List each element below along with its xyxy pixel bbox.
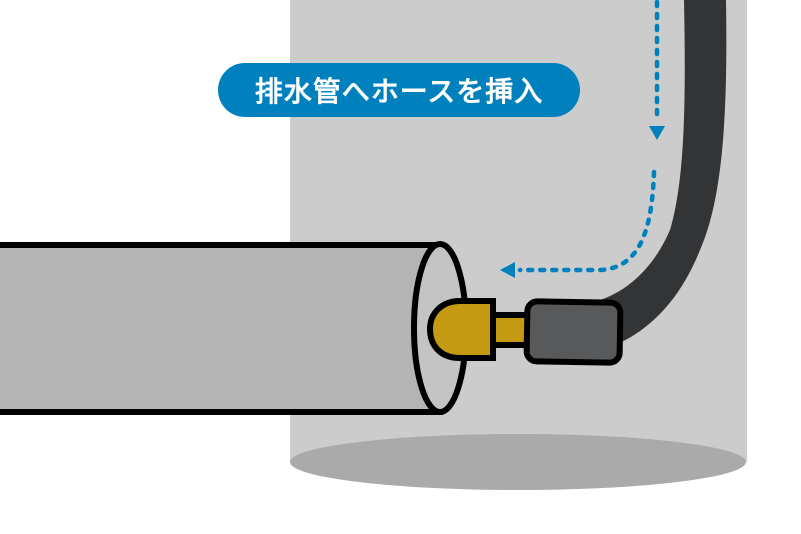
arrow-head-down	[649, 126, 665, 140]
brass-nozzle	[426, 298, 496, 361]
insertion-arrow	[517, 0, 660, 273]
instruction-label: 排水管へホースを挿入	[218, 63, 580, 117]
hose	[600, 0, 727, 345]
drain-pipe	[0, 242, 443, 415]
drain-column-base	[290, 434, 746, 490]
arrow-head-left	[500, 262, 515, 278]
hose-coupler	[523, 298, 624, 366]
